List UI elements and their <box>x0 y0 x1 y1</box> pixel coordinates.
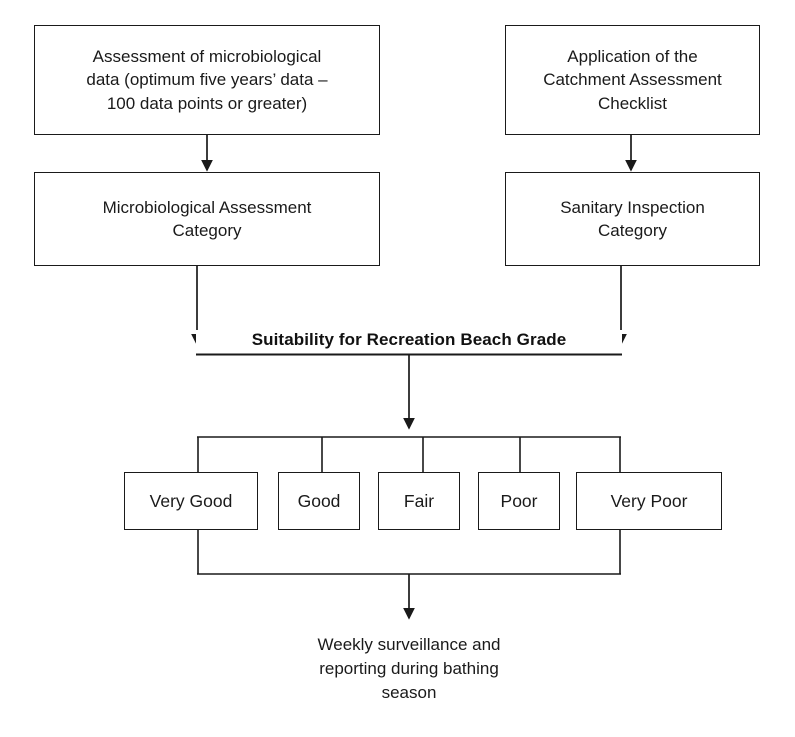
node-microbiological-category-text: Microbiological Assessment Category <box>95 196 320 243</box>
text-line-2: Category <box>172 221 242 240</box>
node-microbiological-category[interactable]: Microbiological Assessment Category <box>34 172 380 266</box>
text-line-1: Application of the <box>567 46 698 66</box>
text-line-3: Checklist <box>598 93 667 113</box>
grade-box-fair[interactable]: Fair <box>378 472 460 530</box>
node-sanitary-category-text: Sanitary Inspection Category <box>552 196 713 243</box>
text-line-2: Catchment Assessment <box>543 70 722 90</box>
text-line-2: data (optimum five years’ data – <box>86 70 328 90</box>
outcome-line-2: reporting during bathing <box>319 659 499 679</box>
text-line-1: Assessment of microbiological <box>92 46 322 66</box>
grade-box-good-label: Good <box>297 490 341 511</box>
grade-box-very-poor-label: Very Poor <box>610 490 688 511</box>
outcome-line-3: season <box>381 683 437 703</box>
grade-box-very-good[interactable]: Very Good <box>124 472 258 530</box>
grade-box-very-good-label: Very Good <box>149 490 233 511</box>
text-line-1: Microbiological Assessment <box>102 197 312 217</box>
node-microbiological-data-text: Assessment of microbiological data (opti… <box>78 45 335 115</box>
node-microbiological-data[interactable]: Assessment of microbiological data (opti… <box>34 25 380 135</box>
node-catchment-checklist-text: Application of the Catchment Assessment … <box>535 45 730 115</box>
grade-box-fair-label: Fair <box>403 490 435 511</box>
node-catchment-checklist[interactable]: Application of the Catchment Assessment … <box>505 25 760 135</box>
outcome-text: Weekly surveillance and reporting during… <box>259 633 559 705</box>
text-line-2: Category <box>598 221 667 240</box>
grade-box-good[interactable]: Good <box>278 472 360 530</box>
outcome-line-1: Weekly surveillance and <box>317 635 501 654</box>
text-line-1: Sanitary Inspection <box>560 197 705 217</box>
beach-grade-heading: Suitability for Recreation Beach Grade <box>196 330 622 350</box>
grade-box-poor[interactable]: Poor <box>478 472 560 530</box>
grade-box-very-poor[interactable]: Very Poor <box>576 472 722 530</box>
node-sanitary-category[interactable]: Sanitary Inspection Category <box>505 172 760 266</box>
grade-box-poor-label: Poor <box>500 490 538 511</box>
text-line-3: 100 data points or greater) <box>106 93 308 113</box>
